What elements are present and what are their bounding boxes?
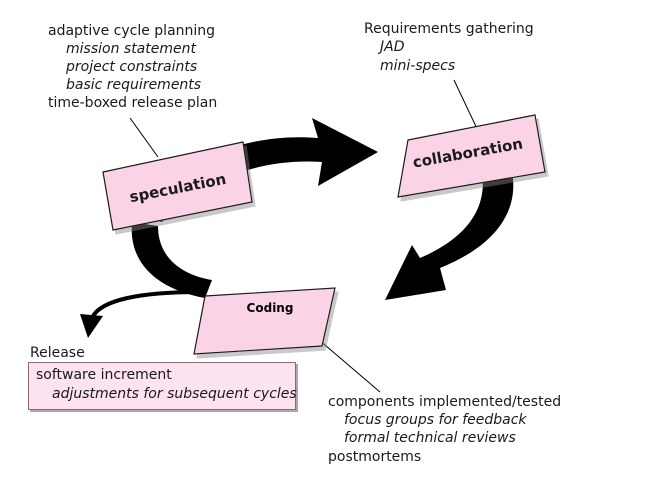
release-box xyxy=(28,362,296,410)
speculation-notes-footer: time-boxed release plan xyxy=(48,95,218,111)
coding-notes-title: components implemented/tested xyxy=(328,394,562,410)
cycle-arrow-top xyxy=(135,118,378,222)
coding-notes-item: formal technical reviews xyxy=(344,430,516,446)
speculation-pointer-line xyxy=(129,117,159,158)
release-line-1: software increment xyxy=(36,367,172,383)
collaboration-notes-item: mini-specs xyxy=(380,58,456,74)
cycle-arrow-right xyxy=(385,172,514,300)
speculation-box xyxy=(102,141,253,231)
speculation-notes-item: mission statement xyxy=(66,41,196,57)
collaboration-notes-item: JAD xyxy=(380,39,405,55)
cycle-arrow-left xyxy=(131,222,212,298)
speculation-notes-item: basic requirements xyxy=(66,77,202,93)
speculation-notes-item: project constraints xyxy=(66,59,198,75)
collaboration-pointer-line xyxy=(453,79,481,136)
release-arrow xyxy=(90,290,201,320)
release-title: Release xyxy=(30,345,85,361)
speculation-notes-title: adaptive cycle planning xyxy=(48,23,216,39)
coding-notes-item: focus groups for feedback xyxy=(344,412,527,428)
collaboration-box xyxy=(397,114,546,198)
release-line-2: adjustments for subsequent cycles xyxy=(52,386,297,402)
coding-label: Coding xyxy=(247,301,294,315)
coding-notes-footer: postmortems xyxy=(328,449,422,465)
collaboration-notes-title: Requirements gathering xyxy=(364,21,534,37)
coding-box xyxy=(193,287,336,355)
release-arrowhead xyxy=(80,314,103,338)
